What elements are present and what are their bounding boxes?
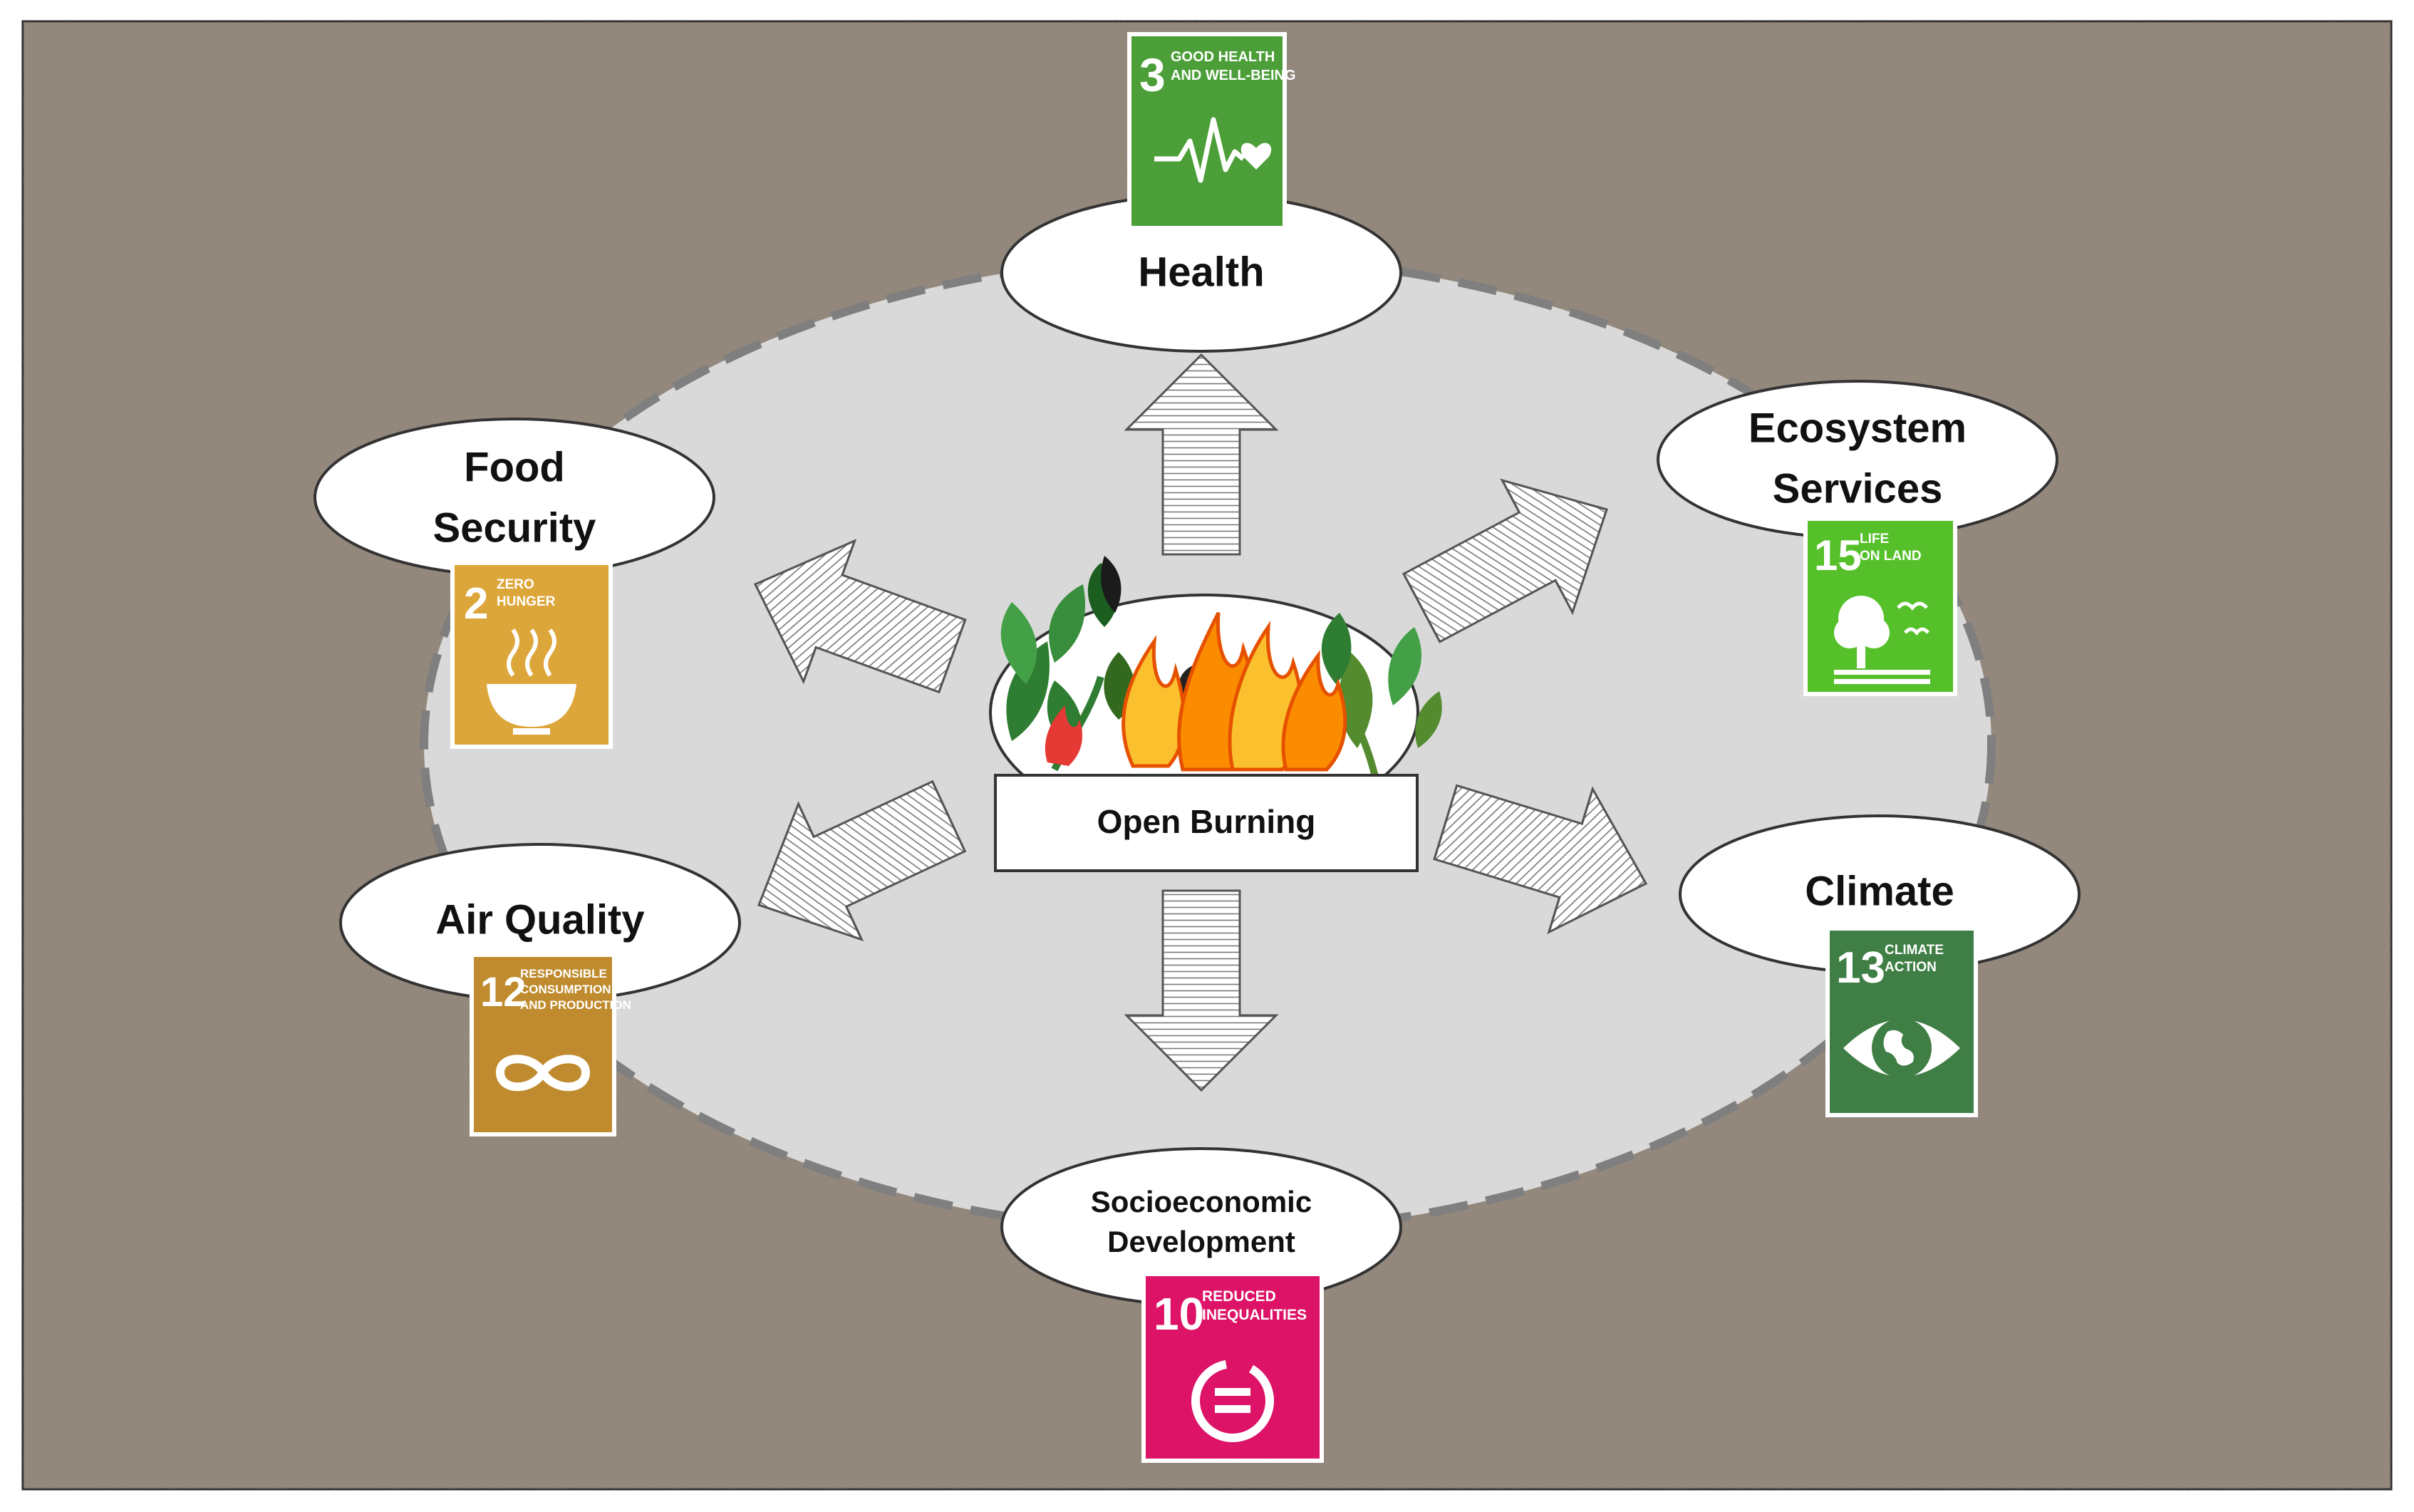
svg-text:ON LAND: ON LAND <box>1860 549 1922 564</box>
impact-socio-line1: Socioeconomic <box>1091 1185 1312 1218</box>
impact-climate-label: Climate <box>1805 868 1954 914</box>
bowl-icon <box>487 628 576 735</box>
svg-text:INEQUALITIES: INEQUALITIES <box>1202 1307 1307 1323</box>
svg-text:13: 13 <box>1836 943 1885 993</box>
impact-socio-line2: Development <box>1107 1225 1295 1258</box>
svg-text:AND PRODUCTION: AND PRODUCTION <box>520 998 631 1012</box>
svg-text:REDUCED: REDUCED <box>1202 1288 1276 1305</box>
sdg13-tile: 13 CLIMATE ACTION <box>1825 926 1978 1117</box>
center-label: Open Burning <box>1097 803 1316 840</box>
impact-health-label: Health <box>1138 249 1264 295</box>
svg-text:ZERO: ZERO <box>497 577 534 592</box>
impact-health: Health <box>1000 193 1402 353</box>
sdg15-tile: 15 LIFE ON LAND <box>1803 517 1957 696</box>
sdg10-tile: 10 REDUCED INEQUALITIES <box>1141 1272 1324 1463</box>
equality-icon <box>1191 1360 1274 1442</box>
svg-text:AND WELL-BEING: AND WELL-BEING <box>1171 68 1296 83</box>
impact-food-line2: Security <box>433 504 596 551</box>
svg-text:10: 10 <box>1154 1288 1204 1340</box>
center-label-box <box>994 774 1419 872</box>
svg-text:RESPONSIBLE: RESPONSIBLE <box>520 967 607 980</box>
svg-text:2: 2 <box>464 579 488 628</box>
impact-climate: Climate <box>1679 814 2081 974</box>
impact-ecosystem-line1: Ecosystem <box>1749 405 1967 451</box>
sdg12-tile: 12 RESPONSIBLE CONSUMPTION AND PRODUCTIO… <box>470 953 631 1136</box>
svg-text:LIFE: LIFE <box>1860 532 1889 547</box>
flames-icon <box>1045 611 1347 772</box>
svg-text:GOOD HEALTH: GOOD HEALTH <box>1171 49 1275 65</box>
eye-globe-icon <box>1843 1018 1960 1078</box>
svg-text:3: 3 <box>1139 48 1166 101</box>
sdg2-tile: 2 ZERO HUNGER <box>450 561 613 749</box>
heartbeat-icon <box>1154 117 1272 183</box>
impact-air-label: Air Quality <box>435 896 644 943</box>
svg-text:CONSUMPTION: CONSUMPTION <box>520 983 611 996</box>
impact-socio: Socioeconomic Development <box>1000 1147 1402 1307</box>
svg-text:12: 12 <box>480 969 527 1015</box>
sdg3-tile: 3 GOOD HEALTH AND WELL-BEING <box>1127 32 1296 230</box>
tree-birds-icon <box>1834 596 1930 684</box>
svg-text:CLIMATE: CLIMATE <box>1885 943 1944 958</box>
impact-food: Food Security <box>314 418 715 577</box>
svg-text:15: 15 <box>1814 532 1862 579</box>
impact-ecosystem: Ecosystem Services <box>1657 380 2058 539</box>
impact-ecosystem-line2: Services <box>1773 465 1943 512</box>
impact-food-line1: Food <box>464 444 565 490</box>
svg-text:ACTION: ACTION <box>1885 960 1937 975</box>
open-burning-illustration: Open Burning <box>989 556 1442 872</box>
infinity-icon <box>495 1055 591 1092</box>
svg-text:HUNGER: HUNGER <box>497 594 556 609</box>
impact-air: Air Quality <box>339 843 741 1003</box>
